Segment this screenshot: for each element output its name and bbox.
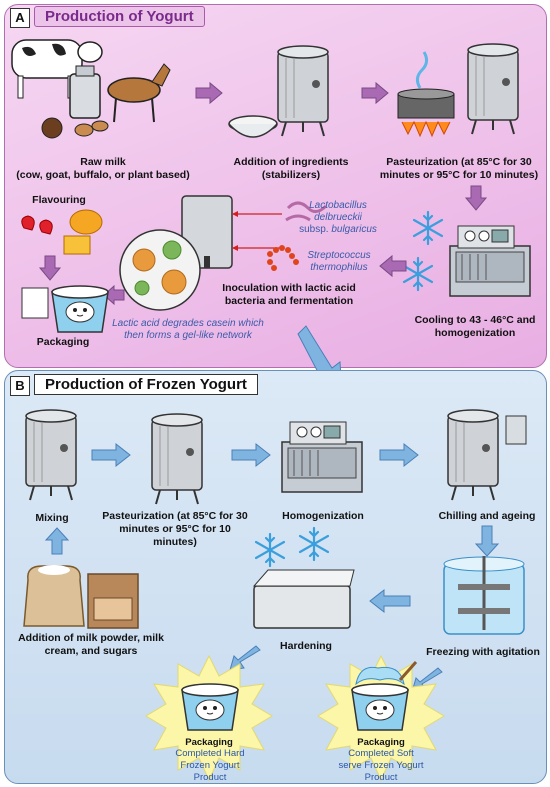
packaging-a-label: Packaging — [36, 336, 90, 348]
flour-sack-icon — [23, 565, 85, 627]
arrow-a3 — [464, 185, 488, 211]
pasteurization-b-illustration — [151, 413, 203, 505]
soft-serve-swirl-icon — [355, 666, 405, 686]
milk-can-icon — [69, 73, 101, 119]
streptococcus-icon — [267, 245, 299, 271]
arrow-b5 — [369, 588, 411, 614]
strawberry-icon — [21, 215, 35, 231]
streptococcus-label: Streptococcus thermophilus — [307, 250, 371, 273]
casein-note: Lactic acid degrades casein which then f… — [112, 318, 264, 341]
coconut-icon — [41, 117, 63, 139]
panel-b-title: Production of Frozen Yogurt — [34, 374, 258, 395]
packaging-hard-starburst — [145, 654, 273, 782]
homogenization-illustration — [281, 421, 363, 493]
arrow-b7 — [229, 645, 261, 671]
lactobacillus-icon — [286, 201, 328, 213]
hardening-label: Hardening — [280, 640, 332, 652]
freezing-illustration — [443, 556, 525, 635]
raw-milk-illustration — [11, 39, 171, 139]
addition-illustration — [23, 565, 139, 629]
chilling-illustration — [447, 409, 527, 501]
arrow-b1 — [91, 442, 131, 468]
pasteurization-a-label: Pasteurization (at 85°C for 30 minutes o… — [379, 156, 539, 181]
cow-icon — [11, 39, 83, 79]
flavouring-illustration — [21, 209, 103, 255]
chilling-label: Chilling and ageing — [438, 510, 536, 522]
arrow-b2 — [231, 442, 271, 468]
steam-icon — [415, 51, 429, 89]
homogenization-label: Homogenization — [282, 510, 364, 522]
lactobacillus-label: Lactobacillus delbrueckii subsp. bulgari… — [299, 200, 377, 235]
arrow-a2 — [361, 81, 389, 105]
freezing-label: Freezing with agitation — [426, 646, 540, 658]
arrow-a6 — [38, 255, 62, 281]
packaging-hard-desc: Completed Hard Frozen Yogurt Product — [175, 748, 245, 783]
mango-icon — [69, 209, 103, 235]
yogurt-cup-small-icon — [21, 287, 49, 319]
arrow-a4 — [379, 254, 407, 278]
packaging-hard-title: Packaging — [185, 737, 233, 748]
raw-milk-label: Raw milk (cow, goat, buffalo, or plant b… — [16, 156, 190, 181]
almond-icon — [74, 123, 94, 137]
inoculation-illustration — [119, 195, 328, 311]
pasteurization-b-label: Pasteurization (at 85°C for 30 minutes o… — [102, 510, 248, 548]
arrow-b4 — [474, 525, 500, 557]
panel-a-letter: A — [10, 8, 30, 28]
control-panel-icon — [505, 415, 527, 445]
panel-a-title: Production of Yogurt — [34, 6, 205, 27]
packaging-soft-title: Packaging — [357, 737, 405, 748]
addition-label: Addition of milk powder, milk cream, and… — [18, 632, 164, 657]
arrow-a1 — [195, 81, 223, 105]
chest-freezer-icon — [253, 585, 351, 629]
inoculation-label: Inoculation with lactic acid bacteria an… — [222, 282, 356, 307]
ingredients-label: Addition of ingredients (stabilizers) — [233, 156, 349, 181]
packaging-soft-desc: Completed Soft serve Frozen Yogurt Produ… — [338, 748, 424, 783]
mixing-illustration — [25, 409, 77, 501]
goat-icon — [107, 77, 161, 103]
cooling-label: Cooling to 43 - 46°C and homogenization — [414, 314, 536, 339]
arrow-b3 — [379, 442, 419, 468]
arrow-b6 — [44, 527, 70, 555]
casein-network-icon — [119, 229, 201, 311]
flavouring-label: Flavouring — [32, 194, 86, 206]
ingredients-illustration — [228, 45, 329, 138]
packaging-a-illustration — [21, 285, 109, 333]
hardening-illustration — [252, 526, 355, 629]
cooling-illustration — [402, 210, 531, 297]
mixing-label: Mixing — [35, 512, 69, 524]
packaging-soft-starburst — [317, 654, 445, 782]
spoon-icon — [398, 661, 418, 681]
arrow-a5 — [103, 284, 125, 306]
flame-icon — [401, 120, 451, 138]
pasteurization-a-illustration — [397, 43, 519, 138]
panel-b-letter: B — [10, 376, 30, 396]
